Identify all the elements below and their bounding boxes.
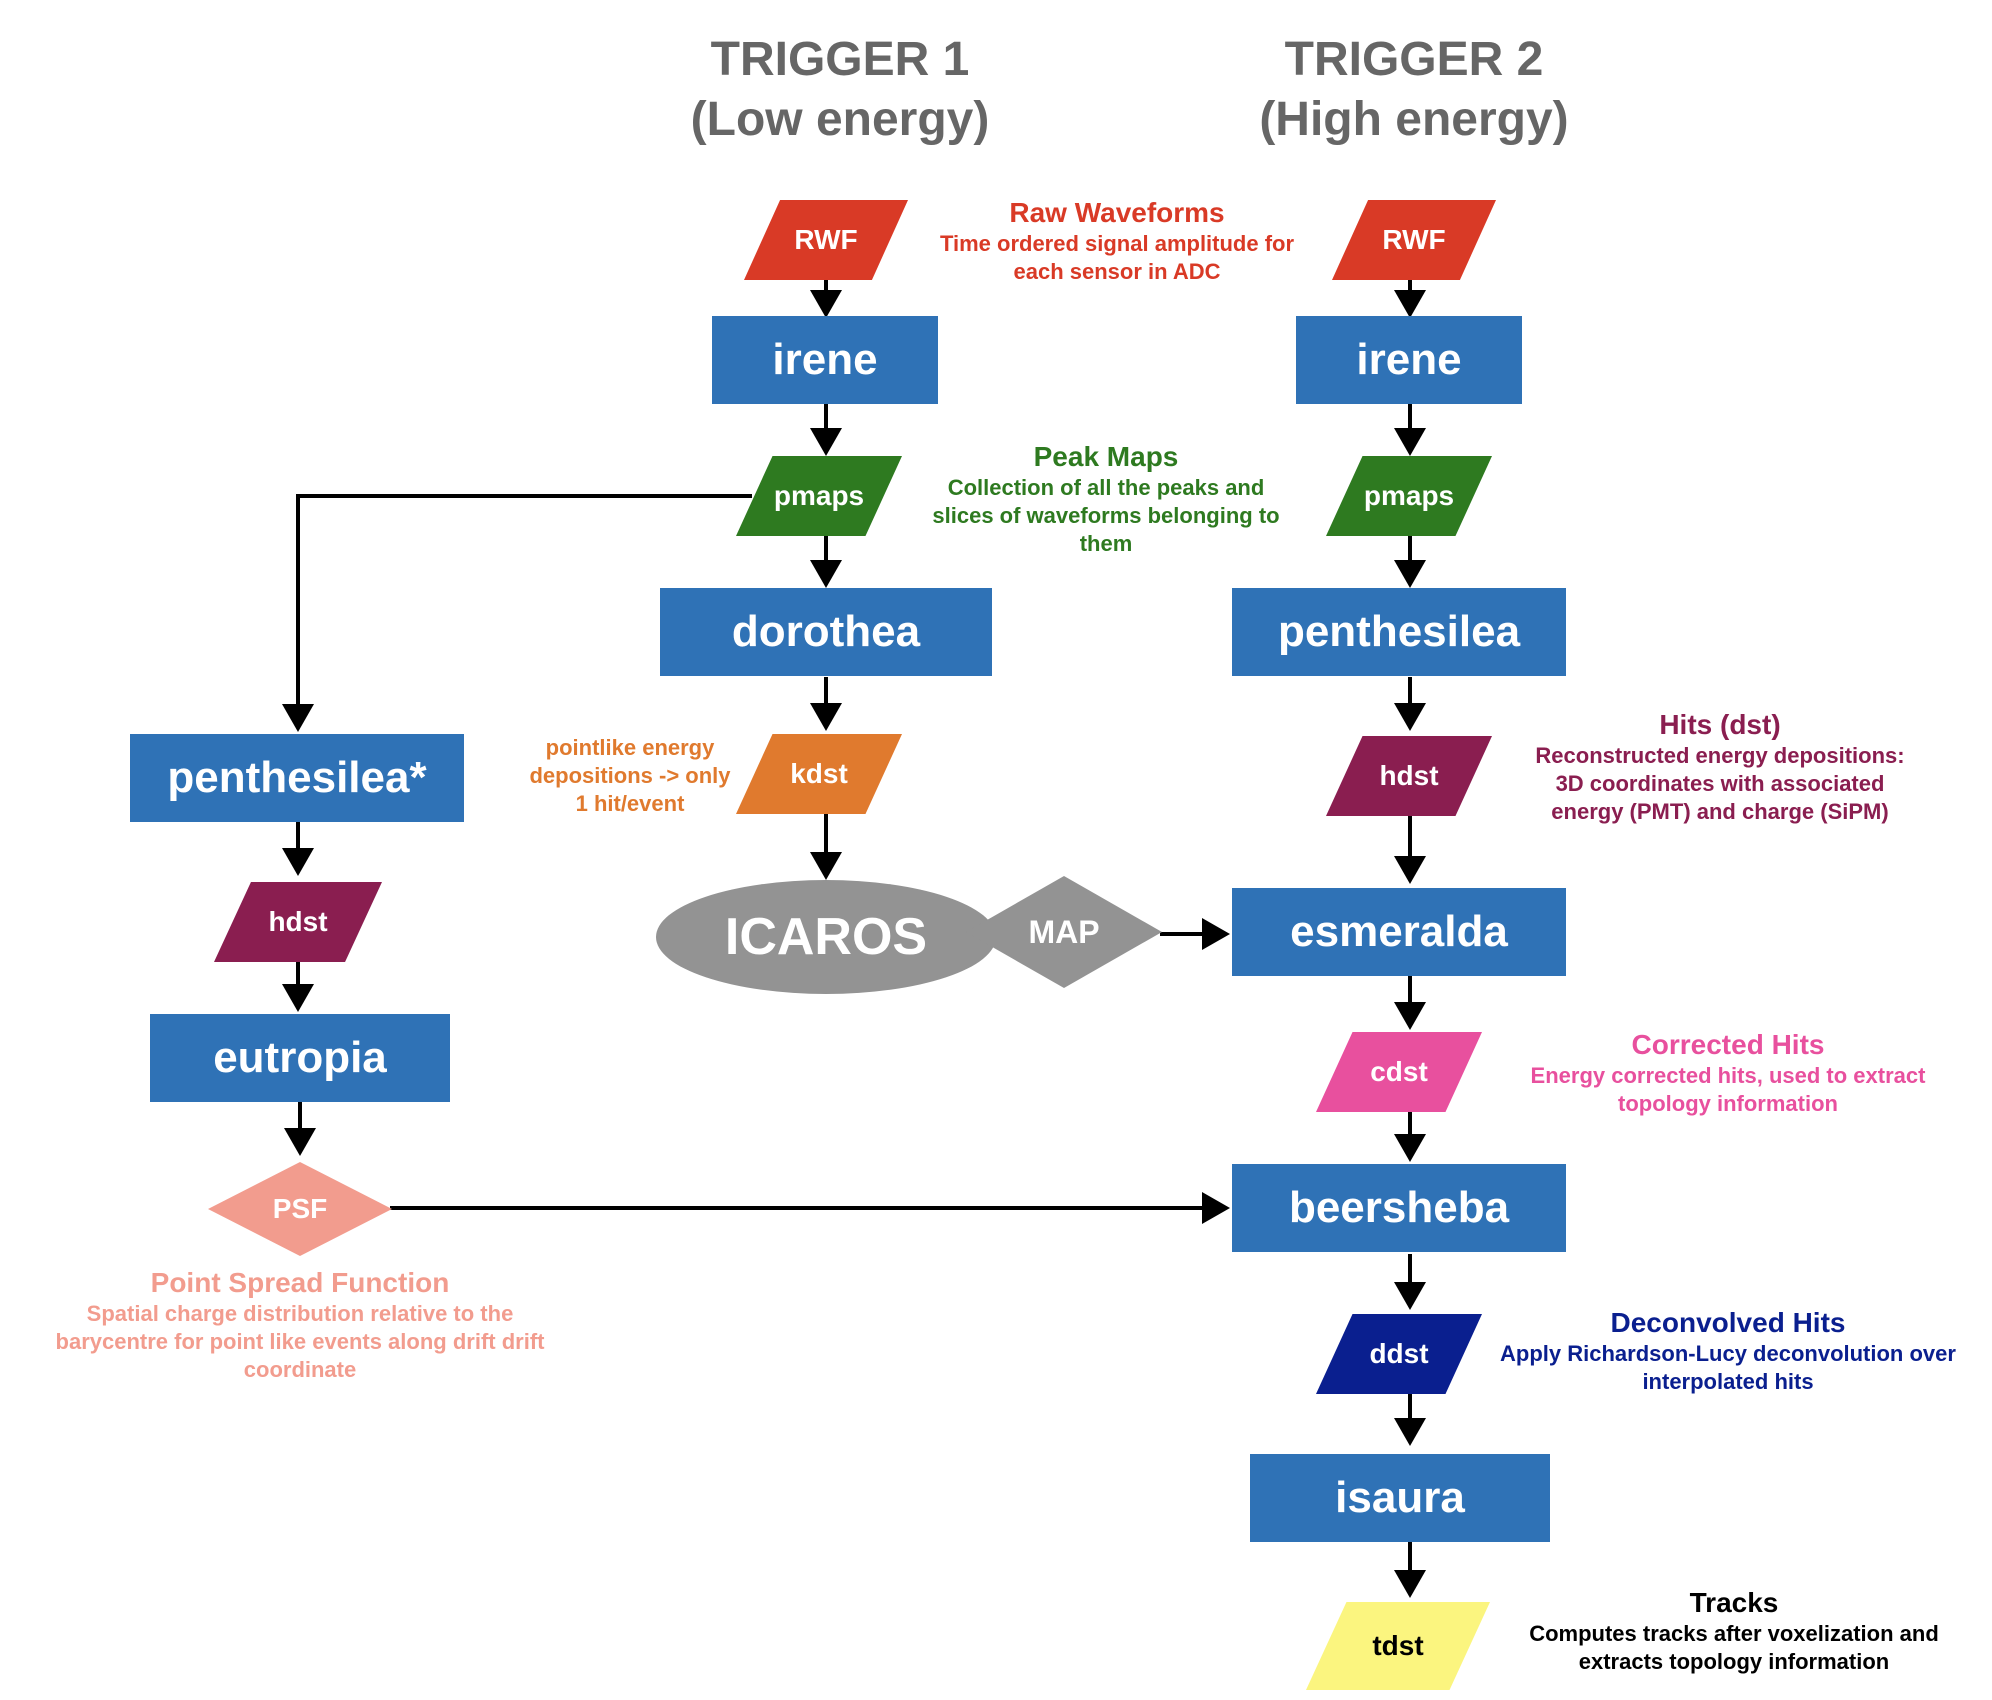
map-node[interactable]: MAP	[966, 876, 1162, 988]
trigger1-title: TRIGGER 1 (Low energy)	[640, 30, 1040, 150]
trigger1-rwf-label: RWF	[794, 224, 858, 255]
tdst-node[interactable]: tdst	[1306, 1602, 1490, 1690]
trigger2-hdst-node[interactable]: hdst	[1326, 736, 1492, 816]
deconvolved-hits-note: Deconvolved Hits Apply Richardson-Lucy d…	[1476, 1306, 1980, 1396]
trigger1-irene-label: irene	[772, 335, 878, 384]
tracks-note: Tracks Computes tracks after voxelizatio…	[1504, 1586, 1964, 1676]
trigger2-rwf-label: RWF	[1382, 224, 1446, 255]
trigger2-title-line2: (High energy)	[1259, 93, 1569, 146]
psf-note-line2: barycentre for point like events along d…	[55, 1329, 545, 1354]
psf-label: PSF	[272, 1193, 328, 1224]
trigger2-title-line1: TRIGGER 2	[1284, 33, 1544, 86]
hits-title: Hits (dst)	[1659, 709, 1781, 740]
dorothea-node[interactable]: dorothea	[660, 588, 992, 676]
corrected-hits-line1: Energy corrected hits, used to extract	[1530, 1063, 1926, 1088]
corrected-hits-title: Corrected Hits	[1631, 1029, 1825, 1060]
esmeralda-label: esmeralda	[1290, 907, 1508, 956]
trigger1-title-line2: (Low energy)	[690, 93, 990, 146]
cdst-label: cdst	[1370, 1056, 1428, 1087]
psf-note: Point Spread Function Spatial charge dis…	[20, 1266, 580, 1384]
trigger2-rwf-node[interactable]: RWF	[1332, 200, 1496, 280]
trigger2-title: TRIGGER 2 (High energy)	[1214, 30, 1614, 150]
beersheba-label: beersheba	[1288, 1183, 1510, 1232]
trigger1-irene-node[interactable]: irene	[712, 316, 938, 404]
kdst-note-line1: pointlike energy	[545, 735, 715, 760]
hits-line2: 3D coordinates with associated	[1555, 771, 1885, 796]
hits-line1: Reconstructed energy depositions:	[1535, 743, 1905, 768]
penthesilea-label: penthesilea	[1277, 607, 1521, 656]
ddst-label: ddst	[1369, 1338, 1429, 1369]
raw-waveforms-note: Raw Waveforms Time ordered signal amplit…	[902, 196, 1332, 286]
penthesilea-star-label: penthesilea*	[167, 753, 427, 802]
trigger2-irene-node[interactable]: irene	[1296, 316, 1522, 404]
psf-note-line1: Spatial charge distribution relative to …	[86, 1301, 514, 1326]
kdst-label: kdst	[790, 758, 848, 789]
icaros-label: ICAROS	[724, 908, 928, 966]
deconvolved-hits-line2: interpolated hits	[1642, 1369, 1814, 1394]
penthesilea-star-node[interactable]: penthesilea*	[130, 734, 464, 822]
isaura-node[interactable]: isaura	[1250, 1454, 1550, 1542]
raw-waveforms-line2: each sensor in ADC	[1013, 259, 1221, 284]
deconvolved-hits-title: Deconvolved Hits	[1610, 1307, 1846, 1338]
penthesilea-node[interactable]: penthesilea	[1232, 588, 1566, 676]
hits-note: Hits (dst) Reconstructed energy depositi…	[1490, 708, 1950, 826]
peak-maps-line2: slices of waveforms belonging to	[932, 503, 1280, 528]
corrected-hits-line2: topology information	[1618, 1091, 1838, 1116]
esmeralda-node[interactable]: esmeralda	[1232, 888, 1566, 976]
peak-maps-title: Peak Maps	[1033, 441, 1179, 472]
trigger2-pmaps-label: pmaps	[1363, 480, 1455, 511]
trigger1-rwf-node[interactable]: RWF	[744, 200, 908, 280]
eutropia-node[interactable]: eutropia	[150, 1014, 450, 1102]
trigger2-hdst-label: hdst	[1379, 760, 1439, 791]
trigger1-pmaps-label: pmaps	[773, 480, 865, 511]
deconvolved-hits-line1: Apply Richardson-Lucy deconvolution over	[1500, 1341, 1956, 1366]
tdst-label: tdst	[1372, 1630, 1424, 1661]
raw-waveforms-title: Raw Waveforms	[1009, 197, 1225, 228]
trigger2-pmaps-node[interactable]: pmaps	[1326, 456, 1492, 536]
branch-hdst-node[interactable]: hdst	[214, 882, 382, 962]
kdst-note: pointlike energy depositions -> only 1 h…	[500, 734, 760, 818]
isaura-label: isaura	[1335, 1473, 1465, 1522]
branch-hdst-label: hdst	[268, 906, 328, 937]
corrected-hits-note: Corrected Hits Energy corrected hits, us…	[1488, 1028, 1968, 1118]
trigger2-irene-label: irene	[1356, 335, 1462, 384]
kdst-note-line3: 1 hit/event	[575, 791, 685, 816]
beersheba-node[interactable]: beersheba	[1232, 1164, 1566, 1252]
ddst-node[interactable]: ddst	[1316, 1314, 1482, 1394]
cdst-node[interactable]: cdst	[1316, 1032, 1482, 1112]
psf-note-line3: coordinate	[243, 1357, 357, 1382]
eutropia-label: eutropia	[213, 1033, 387, 1082]
peak-maps-line1: Collection of all the peaks and	[947, 475, 1265, 500]
tracks-title: Tracks	[1689, 1587, 1779, 1618]
psf-note-title: Point Spread Function	[150, 1267, 450, 1298]
tracks-line1: Computes tracks after voxelization and	[1529, 1621, 1939, 1646]
raw-waveforms-line1: Time ordered signal amplitude for	[939, 231, 1295, 256]
kdst-node[interactable]: kdst	[736, 734, 902, 814]
kdst-note-line2: depositions -> only	[529, 763, 731, 788]
trigger1-pmaps-node[interactable]: pmaps	[736, 456, 902, 536]
peak-maps-line3: them	[1079, 531, 1133, 556]
icaros-node[interactable]: ICAROS	[656, 880, 996, 994]
peak-maps-note: Peak Maps Collection of all the peaks an…	[896, 440, 1316, 558]
psf-node[interactable]: PSF	[208, 1162, 392, 1256]
dorothea-label: dorothea	[731, 607, 921, 656]
map-label: MAP	[1028, 913, 1100, 950]
tracks-line2: extracts topology information	[1578, 1649, 1890, 1674]
hits-line3: energy (PMT) and charge (SiPM)	[1551, 799, 1889, 824]
trigger1-title-line1: TRIGGER 1	[710, 33, 970, 86]
